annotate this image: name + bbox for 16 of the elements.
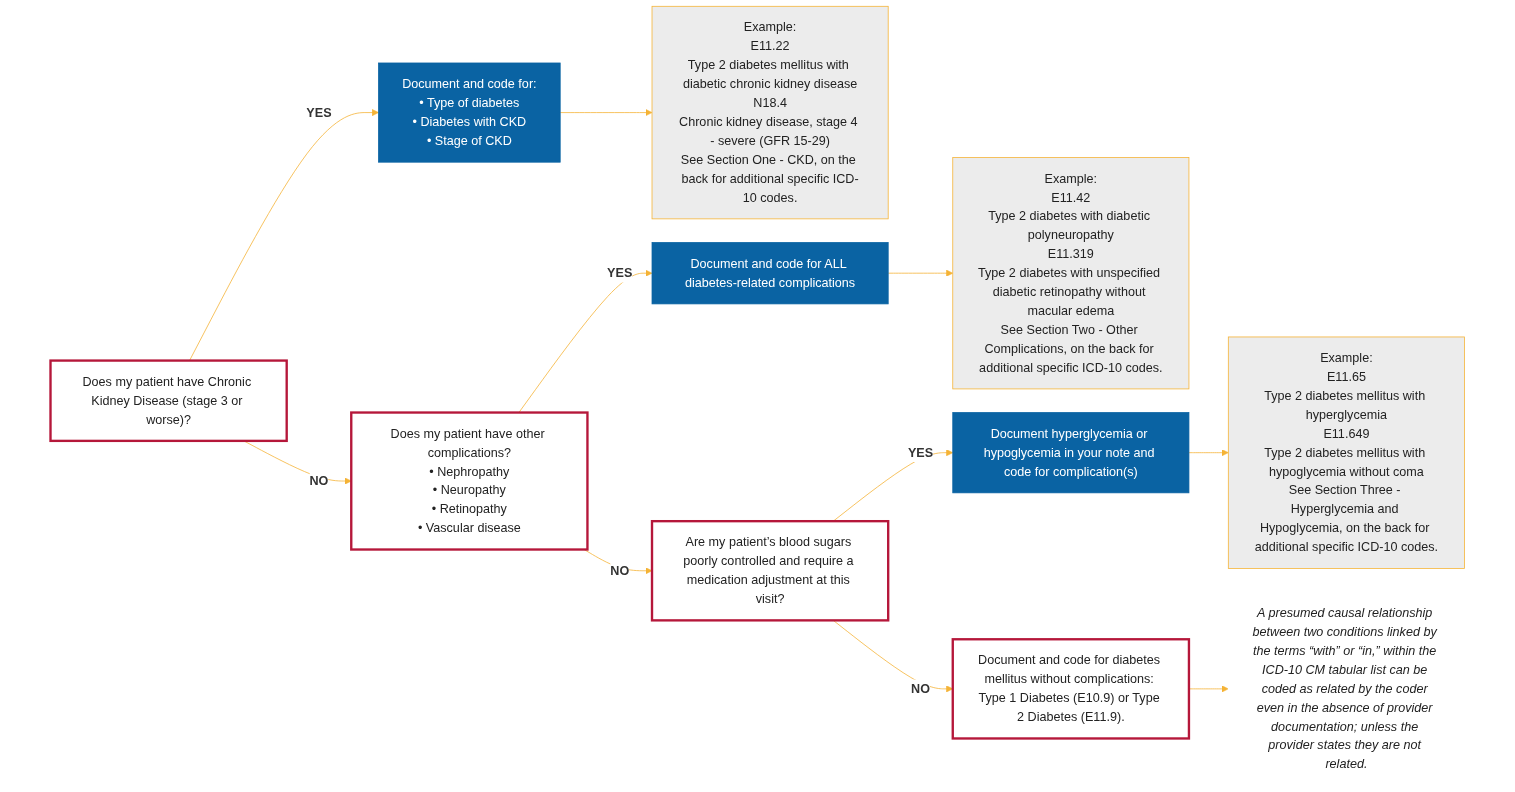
edge-label: NO [610,563,630,578]
action-box: Document and code for ALL diabetes-related complications [651,242,889,305]
edge-label: YES [907,445,934,459]
question-box: Does my patient have other complications? • Nephropathy • Neuropathy • Retinopathy • Vascular disease [350,411,589,551]
edge-label: NO [911,681,930,696]
result-box: Document and code for diabetes mellitus without complications: Type 1 Diabetes (E10.9) or Type 2 Diabetes (E11.9). [951,638,1191,740]
action-box: Document hyperglycemia or hypoglycemia in your note and code for complication(s) [952,412,1190,494]
edge-label: YES [607,266,633,280]
example-panel: Example: E11.22 Type 2 diabetes mellitus with diabetic chronic kidney disease N18.4 Chronic kidney disease, stage 4 - severe (GFR 15-29) See Section One - CKD, on the back for additional specific ICD-10 codes. [651,5,889,220]
edge-label: YES [306,105,332,119]
example-panel: Example: E11.65 Type 2 diabetes mellitus with hyperglycemia E11.649 Type 2 diabetes mellitus with hypoglycemia without coma See Section Three - Hyperglycemia and Hypoglycemia, on the back for additional specific ICD-10 codes. [1227,336,1465,569]
example-panel: Example: E11.42 Type 2 diabetes with diabetic polyneuropathy E11.319 Type 2 diabetes with unspecified diabetic retinopathy without macular edema See Section Two - Other Complications, on the back for additional specific ICD-10 codes. [952,157,1190,390]
edge-label: NO [309,473,329,488]
question-box: Does my patient have Chronic Kidney Disease (stage 3 or worse)? [49,359,288,443]
question-box: Are my patient’s blood sugars poorly controlled and require a medication adjustment at this visit? [650,520,890,622]
action-box: Document and code for: • Type of diabetes • Diabetes with CKD • Stage of CKD [378,62,561,163]
